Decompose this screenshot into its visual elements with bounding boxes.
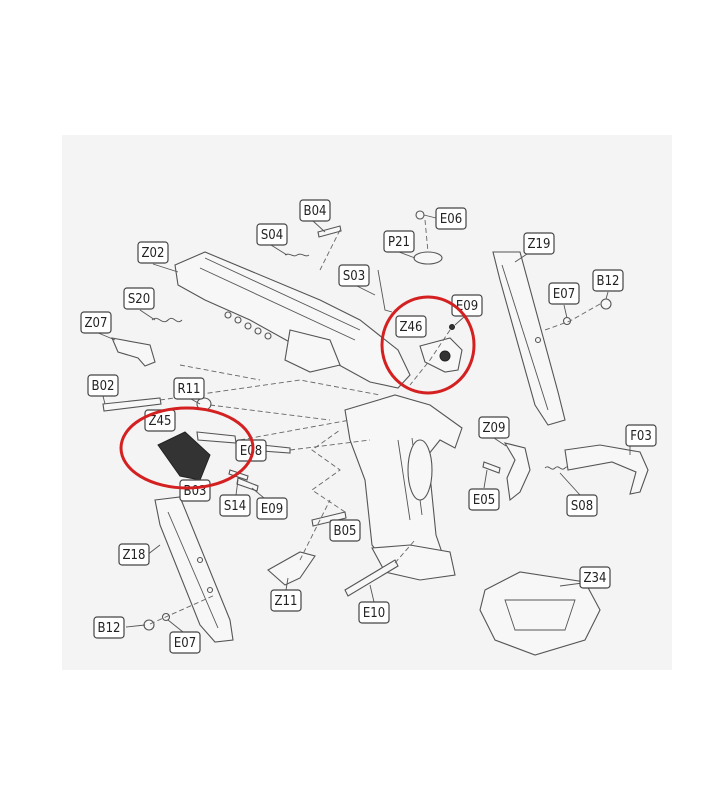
assembly-lines — [149, 219, 601, 625]
frame-part — [344, 394, 463, 581]
pin-part-b02 — [102, 397, 162, 412]
label-e05: E05 — [468, 488, 500, 511]
label-b05: B05 — [329, 519, 361, 542]
label-s03: S03 — [338, 264, 370, 287]
spring-part-s04 — [284, 253, 310, 257]
label-z46: Z46 — [395, 315, 427, 338]
svg-text:S08: S08 — [571, 499, 593, 514]
highlight-circle-z45 — [119, 406, 255, 490]
label-e09-left: E09 — [256, 497, 288, 520]
svg-text:S04: S04 — [261, 228, 283, 243]
svg-text:E09: E09 — [261, 502, 283, 517]
svg-text:R11: R11 — [177, 382, 200, 397]
pin-part-b04 — [317, 225, 342, 238]
trigger-part-z09 — [503, 442, 531, 502]
label-s14: S14 — [219, 494, 251, 517]
svg-text:Z09: Z09 — [483, 421, 506, 436]
label-z09: Z09 — [478, 416, 510, 439]
svg-text:Z19: Z19 — [528, 237, 551, 252]
label-b12-right: B12 — [592, 269, 624, 292]
svg-text:Z11: Z11 — [275, 594, 298, 609]
svg-text:Z07: Z07 — [85, 316, 108, 331]
svg-text:Z02: Z02 — [142, 246, 165, 261]
screw-part-e09-right — [449, 324, 455, 330]
hammer-part-z11 — [267, 551, 316, 586]
svg-text:E08: E08 — [240, 444, 262, 459]
part-s03 — [377, 269, 393, 313]
label-b03: B03 — [179, 479, 211, 502]
slide-part — [174, 251, 411, 389]
svg-text:Z34: Z34 — [584, 571, 607, 586]
label-z45: Z45 — [144, 409, 176, 432]
screw-part-b12-left — [143, 619, 155, 631]
svg-text:Z18: Z18 — [123, 548, 146, 563]
label-s20: S20 — [123, 287, 155, 310]
svg-text:S14: S14 — [224, 499, 246, 514]
svg-text:B02: B02 — [92, 379, 115, 394]
screw-part-e10 — [344, 559, 399, 597]
label-b12-left: B12 — [93, 616, 125, 639]
label-z07: Z07 — [80, 311, 112, 334]
svg-text:E06: E06 — [440, 212, 462, 227]
label-z34: Z34 — [579, 566, 611, 589]
svg-text:Z45: Z45 — [149, 414, 172, 429]
svg-text:F03: F03 — [630, 429, 652, 444]
svg-text:Z46: Z46 — [400, 320, 423, 335]
svg-text:B04: B04 — [304, 204, 327, 219]
label-z02: Z02 — [137, 241, 169, 264]
magwell-part-z34 — [479, 571, 601, 656]
plate-pin-part — [439, 350, 451, 362]
screw-part-e06 — [415, 210, 425, 220]
trigger-bar-part-f03 — [564, 444, 649, 495]
label-e10: E10 — [358, 601, 390, 624]
label-z19: Z19 — [523, 232, 555, 255]
label-f03: F03 — [625, 424, 657, 447]
lever-part-z45 — [157, 431, 237, 481]
pin-part-b05 — [311, 511, 347, 527]
label-b04: B04 — [299, 199, 331, 222]
label-r11: R11 — [173, 377, 205, 400]
svg-text:E10: E10 — [363, 606, 385, 621]
screw-part-b12-right — [600, 298, 612, 310]
label-b02: B02 — [87, 374, 119, 397]
label-p21: P21 — [383, 230, 415, 253]
spring-part-s20 — [151, 317, 183, 323]
lever-part-z07 — [111, 337, 156, 367]
highlight-circle-z46 — [380, 295, 476, 395]
label-s04: S04 — [256, 223, 288, 246]
left-grip-panel-part — [154, 496, 234, 643]
part-p21 — [413, 251, 443, 265]
label-z18: Z18 — [118, 543, 150, 566]
svg-text:S20: S20 — [128, 292, 150, 307]
svg-text:E07: E07 — [174, 636, 196, 651]
label-e07-left: E07 — [169, 631, 201, 654]
label-e06: E06 — [435, 207, 467, 230]
svg-text:S03: S03 — [343, 269, 365, 284]
spring-part-s14 — [228, 469, 249, 481]
label-z11: Z11 — [270, 589, 302, 612]
svg-text:E05: E05 — [473, 493, 495, 508]
svg-text:B05: B05 — [334, 524, 357, 539]
pin-part-e05 — [482, 461, 501, 474]
svg-text:B12: B12 — [98, 621, 121, 636]
svg-text:B12: B12 — [597, 274, 620, 289]
part-labels: B04 S04 E06 P21 Z19 Z02 S03 E07 B12 E09 … — [80, 199, 657, 654]
label-s08: S08 — [566, 494, 598, 517]
svg-text:E07: E07 — [553, 287, 575, 302]
svg-text:P21: P21 — [388, 235, 410, 250]
label-e07-right: E07 — [548, 282, 580, 305]
right-grip-panel-part — [492, 251, 566, 426]
